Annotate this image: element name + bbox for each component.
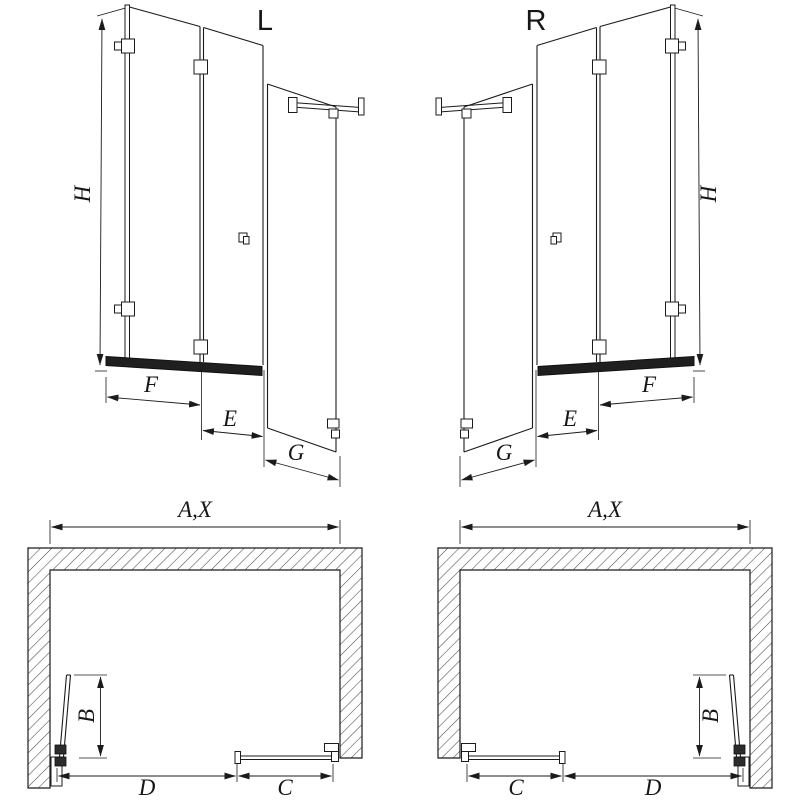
dim-label-total-right: A,X (586, 497, 623, 522)
dim-label-G-right: G (496, 440, 513, 465)
dim-label-D-right: D (644, 775, 662, 800)
door-panels (129, 6, 264, 365)
dim-label-D-left: D (138, 775, 156, 800)
dim-label-F-right: F (641, 372, 657, 397)
door-open-plan (50, 674, 72, 787)
dim-label-H-left: H (70, 184, 95, 203)
dim-label-C-right: C (508, 775, 524, 800)
dim-label-B-right: B (698, 709, 723, 723)
dim-label-E-left: E (222, 406, 237, 431)
dim-label-B-left: B (74, 709, 99, 723)
dim-label-E-right: E (562, 406, 577, 431)
foot-bracket (327, 418, 340, 439)
dim-label-H-right: H (696, 184, 721, 203)
walls-plan-left (27, 547, 363, 789)
fixed-panel (266, 83, 337, 453)
fixed-glass-plan (234, 743, 339, 764)
door-knob (238, 232, 250, 245)
total-width-dimension (49, 520, 341, 544)
dim-label-G-left: G (288, 440, 305, 465)
perspective-left-view (95, 4, 365, 487)
width-dimensions (105, 368, 341, 487)
dim-label-F-left: F (143, 372, 159, 397)
dim-label-total-left: A,X (176, 497, 213, 522)
tub-rail (105, 355, 263, 377)
height-dimension (95, 6, 130, 372)
hinges (114, 38, 208, 355)
depth-dimension (74, 674, 107, 759)
support-bar (288, 97, 365, 119)
dim-label-C-left: C (277, 775, 293, 800)
view-label-right: R (526, 5, 547, 37)
walls-plan-right (437, 547, 773, 789)
view-label-left: L (257, 5, 273, 37)
bottom-dimensions (56, 764, 334, 782)
plan-left-view (49, 520, 341, 787)
